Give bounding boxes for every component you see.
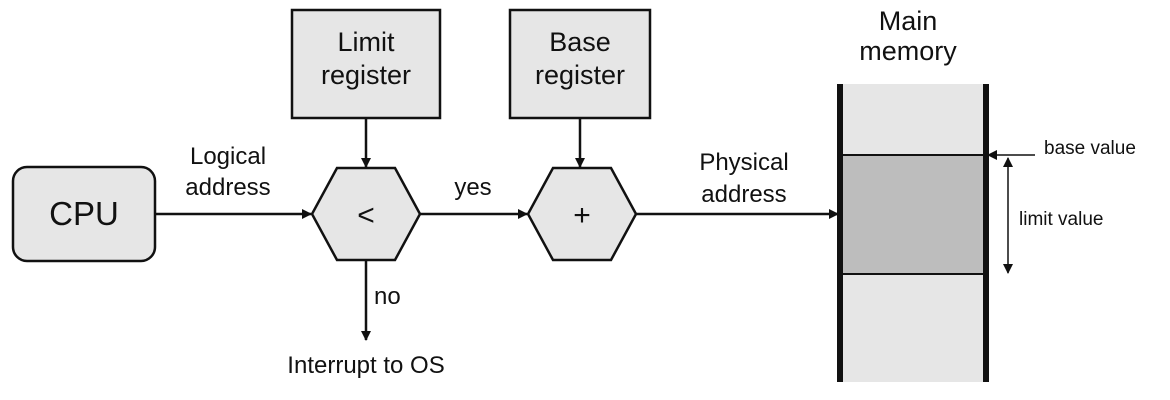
base-value-label: base value bbox=[1044, 138, 1136, 159]
yes-label: yes bbox=[454, 174, 491, 201]
memory-title-line2: memory bbox=[859, 36, 957, 66]
base-register-shape bbox=[508, 8, 652, 120]
limit-register-shape bbox=[290, 8, 442, 120]
limit-register-box: Limit register bbox=[290, 8, 442, 120]
logical-address-line1: Logical bbox=[190, 143, 266, 170]
physical-address-line1: Physical bbox=[699, 149, 788, 176]
limit-register-line1: Limit bbox=[337, 27, 395, 57]
main-memory: Main memory bbox=[837, 6, 989, 382]
base-register-line1: Base bbox=[549, 27, 611, 57]
logical-address-line2: address bbox=[185, 174, 270, 201]
cpu-box: CPU bbox=[11, 165, 157, 263]
adder-hexagon: + bbox=[526, 166, 638, 262]
compare-hexagon: < bbox=[310, 166, 422, 262]
base-register-box: Base register bbox=[508, 8, 652, 120]
base-register-line2: register bbox=[535, 60, 625, 90]
cpu-label: CPU bbox=[49, 195, 119, 232]
memory-title-line1: Main bbox=[879, 6, 938, 36]
adder-symbol: + bbox=[573, 199, 591, 232]
physical-address-line2: address bbox=[701, 181, 786, 208]
interrupt-label: Interrupt to OS bbox=[287, 352, 444, 379]
limit-register-line2: register bbox=[321, 60, 411, 90]
compare-hexagon-shape bbox=[310, 166, 422, 262]
memory-highlighted-segment bbox=[839, 154, 987, 275]
adder-hexagon-shape bbox=[526, 166, 638, 262]
limit-value-label: limit value bbox=[1019, 209, 1103, 230]
no-label: no bbox=[374, 283, 401, 310]
compare-symbol: < bbox=[357, 199, 375, 232]
